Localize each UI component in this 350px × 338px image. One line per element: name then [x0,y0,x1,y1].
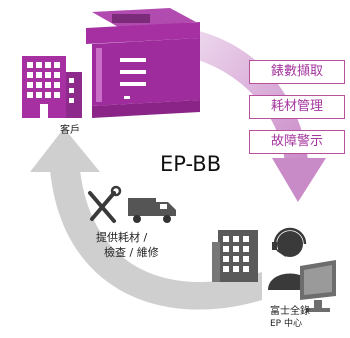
service-box-meter-reading: 錶數擷取 [249,60,345,84]
ep-center-label-line1: 富士全錄 [270,306,310,317]
truck-icon [128,198,176,223]
ep-center-building-icon [212,230,258,282]
service-flow-arrow [30,128,262,310]
printer-icon [86,8,200,118]
ep-center-label-line2: EP 中心 [270,319,302,329]
service-box-fault-alert: 故障警示 [249,130,345,154]
diagram-title: EP-BB [160,152,222,176]
service-box-consumables-management: 耗材管理 [249,95,345,119]
tools-icon [88,185,122,223]
services-label-line1: 提供耗材 / [96,231,148,244]
computer-monitor-icon [300,260,336,312]
services-label-line2: 檢查 / 維修 [104,246,159,259]
data-flow-arrow [185,28,326,202]
customer-label: 客戶 [60,125,80,136]
customer-building-icon [22,56,82,118]
